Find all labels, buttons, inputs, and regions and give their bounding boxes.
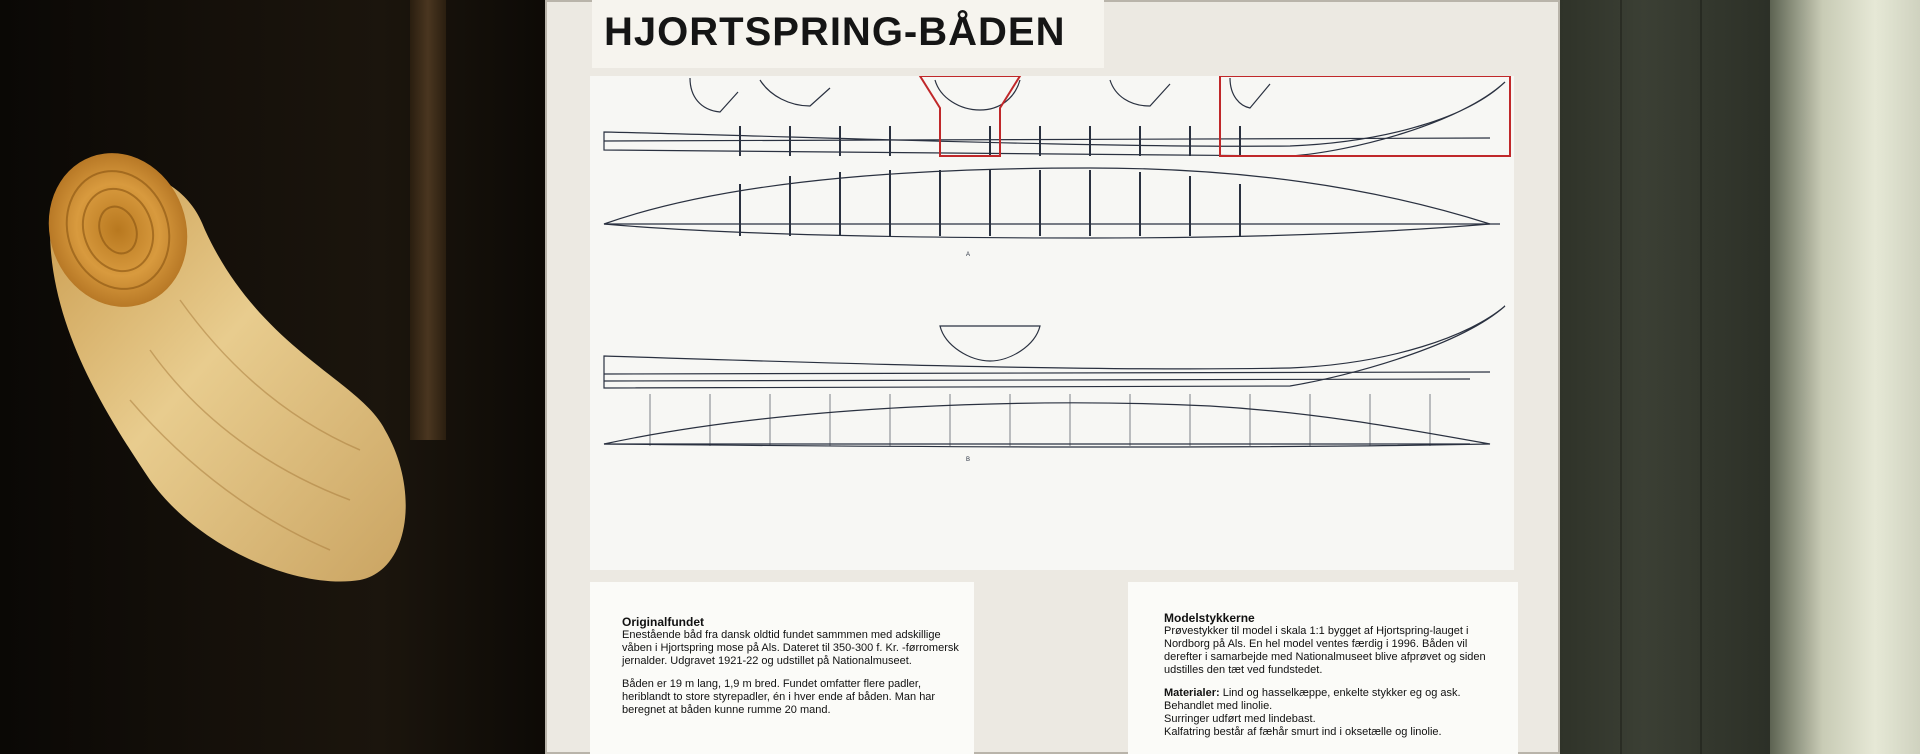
- wooden-post: [410, 0, 446, 440]
- cross-section-3: [934, 79, 1021, 111]
- cross-section-1: [689, 77, 739, 113]
- ribs-plan: [739, 170, 1241, 236]
- wall-plank-line: [1620, 0, 1622, 754]
- materials-label: Materialer:: [1164, 687, 1220, 699]
- board-title: HJORTSPRING-BÅDEN: [604, 10, 1066, 54]
- panel-paragraph: Prøvestykker til model i skala 1:1 bygge…: [1164, 625, 1486, 676]
- panel-line: Kalfatring består af fæhår smurt ind i o…: [1164, 726, 1442, 738]
- hull-profile-bottom: [603, 305, 1506, 389]
- station-lines: [649, 394, 1431, 446]
- cross-section-large: [939, 325, 1041, 362]
- panel-heading: Modelstykkerne: [1164, 611, 1255, 625]
- info-panel-original: Originalfundet Enestående båd fra dansk …: [590, 582, 974, 754]
- title-plate: [592, 0, 1104, 68]
- cross-section-2: [759, 79, 831, 107]
- materials-text: Lind og hasselkæppe, enkelte stykker eg …: [1164, 687, 1461, 712]
- panel-heading: Originalfundet: [622, 615, 704, 629]
- boat-plan-drawing: A B: [590, 76, 1514, 570]
- dark-wall-right: [1560, 0, 1770, 754]
- hull-plan-top: [603, 167, 1491, 239]
- panel-line: Surringer udført med lindebast.: [1164, 713, 1316, 725]
- boat-plan-svg: A B: [603, 76, 1511, 463]
- label-b: B: [966, 457, 970, 463]
- hull-plan-bottom: [603, 402, 1491, 448]
- wooden-log: [48, 153, 406, 582]
- wall-plank-line: [1700, 0, 1702, 754]
- info-panel-models: Modelstykkerne Prøvestykker til model i …: [1128, 582, 1518, 754]
- label-a: A: [966, 252, 970, 258]
- cross-section-5: [1229, 77, 1271, 109]
- hull-profile-top: [603, 81, 1506, 157]
- cross-section-4: [1109, 79, 1171, 107]
- highlight-stern: [1219, 76, 1511, 157]
- painted-wall-edge: [1770, 0, 1920, 754]
- highlight-midship: [918, 76, 1022, 157]
- panel-paragraph: Båden er 19 m lang, 1,9 m bred. Fundet o…: [622, 678, 936, 716]
- panel-paragraph: Enestående båd fra dansk oldtid fundet s…: [622, 629, 959, 667]
